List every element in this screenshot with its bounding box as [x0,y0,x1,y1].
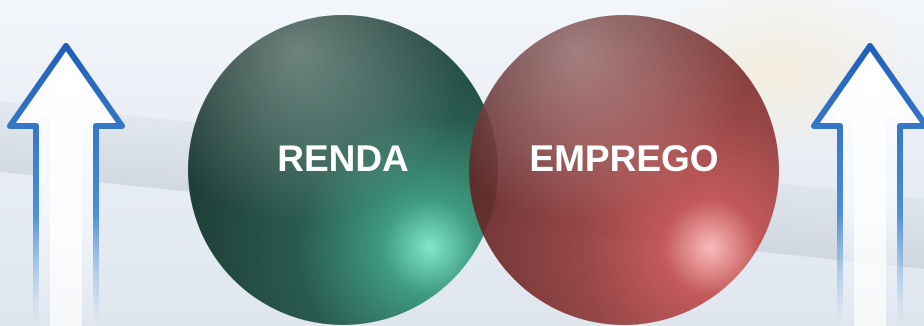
emprego-label: EMPREGO [529,138,718,179]
right-up-arrow-icon [811,43,924,326]
left-up-arrow-icon [7,43,125,326]
renda-circle [188,15,498,325]
emprego-circle [469,15,779,325]
renda-label: RENDA [277,138,409,179]
